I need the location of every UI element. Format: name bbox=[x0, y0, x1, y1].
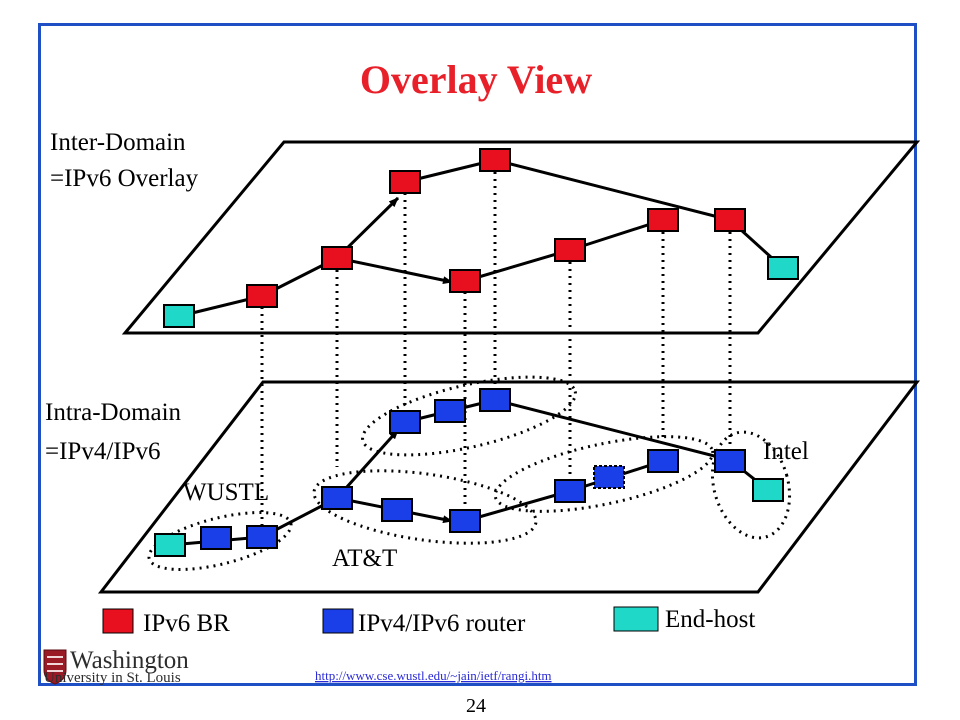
router-node bbox=[200, 526, 232, 550]
legend-router-label: IPv4/IPv6 router bbox=[358, 610, 526, 637]
router-node bbox=[647, 449, 679, 473]
underlay-link bbox=[494, 398, 731, 462]
legend-ipv6-br-swatch bbox=[102, 608, 134, 634]
ipv6-br-node bbox=[554, 238, 586, 262]
router-node bbox=[554, 479, 586, 503]
overlay-nodes bbox=[163, 148, 799, 328]
university-logo: Washington University in St. Louis bbox=[43, 647, 189, 686]
legend-end-host-swatch bbox=[613, 606, 659, 632]
end-host-node bbox=[154, 533, 186, 557]
ipv6-br-node bbox=[449, 269, 481, 293]
intel-isp-region bbox=[493, 435, 715, 513]
router-node bbox=[593, 465, 625, 489]
legend: IPv6 BR IPv4/IPv6 router End-host bbox=[102, 606, 755, 637]
router-node bbox=[714, 449, 746, 473]
intra-domain-plane bbox=[97, 380, 921, 594]
router-node bbox=[389, 410, 421, 434]
logo-university-name: Washington bbox=[70, 647, 189, 674]
legend-end-host-label: End-host bbox=[665, 606, 755, 633]
logo-university-location: University in St. Louis bbox=[44, 670, 181, 686]
intra-domain-label: Intra-Domain bbox=[45, 399, 182, 426]
router-node bbox=[479, 388, 511, 412]
inter-domain-label: Inter-Domain bbox=[50, 129, 186, 156]
slide-frame bbox=[38, 23, 917, 686]
overlay-link bbox=[336, 256, 453, 285]
projection-lines bbox=[260, 172, 732, 527]
ipv6-br-node bbox=[389, 170, 421, 194]
att-region bbox=[312, 469, 538, 545]
att-label: AT&T bbox=[332, 545, 397, 572]
domain-regions bbox=[147, 375, 792, 571]
underlay-nodes bbox=[154, 388, 784, 557]
ipv6-br-node bbox=[714, 208, 746, 232]
router-node bbox=[434, 399, 466, 423]
ipv6-br-node bbox=[647, 208, 679, 232]
legend-router-swatch bbox=[322, 608, 354, 634]
router-node bbox=[321, 486, 353, 510]
router-node bbox=[381, 498, 413, 522]
ipv6-br-node bbox=[479, 148, 511, 172]
end-host-node bbox=[163, 304, 195, 328]
slide-title: Overlay View bbox=[360, 57, 592, 102]
underlay-link bbox=[464, 489, 571, 523]
intra-domain-sublabel: =IPv4/IPv6 bbox=[45, 438, 161, 465]
inter-domain-plane bbox=[121, 140, 921, 335]
shield-icon bbox=[43, 649, 67, 685]
router-node bbox=[449, 509, 481, 533]
intel-region bbox=[710, 430, 792, 540]
end-host-node bbox=[767, 256, 799, 280]
source-url-link[interactable]: http://www.cse.wustl.edu/~jain/ietf/rang… bbox=[315, 668, 552, 683]
legend-ipv6-br-label: IPv6 BR bbox=[143, 610, 230, 637]
router-node bbox=[246, 525, 278, 549]
end-host-node bbox=[752, 478, 784, 502]
overlay-link bbox=[494, 158, 731, 222]
ipv6-br-node bbox=[321, 246, 353, 270]
overlay-link bbox=[464, 248, 571, 283]
inter-domain-sublabel: =IPv6 Overlay bbox=[50, 165, 199, 192]
wustl-label: WUSTL bbox=[183, 479, 269, 506]
page-number: 24 bbox=[466, 695, 486, 717]
intel-label: Intel bbox=[763, 438, 809, 465]
ipv6-br-node bbox=[246, 284, 278, 308]
ipv6-core-region bbox=[361, 375, 577, 457]
